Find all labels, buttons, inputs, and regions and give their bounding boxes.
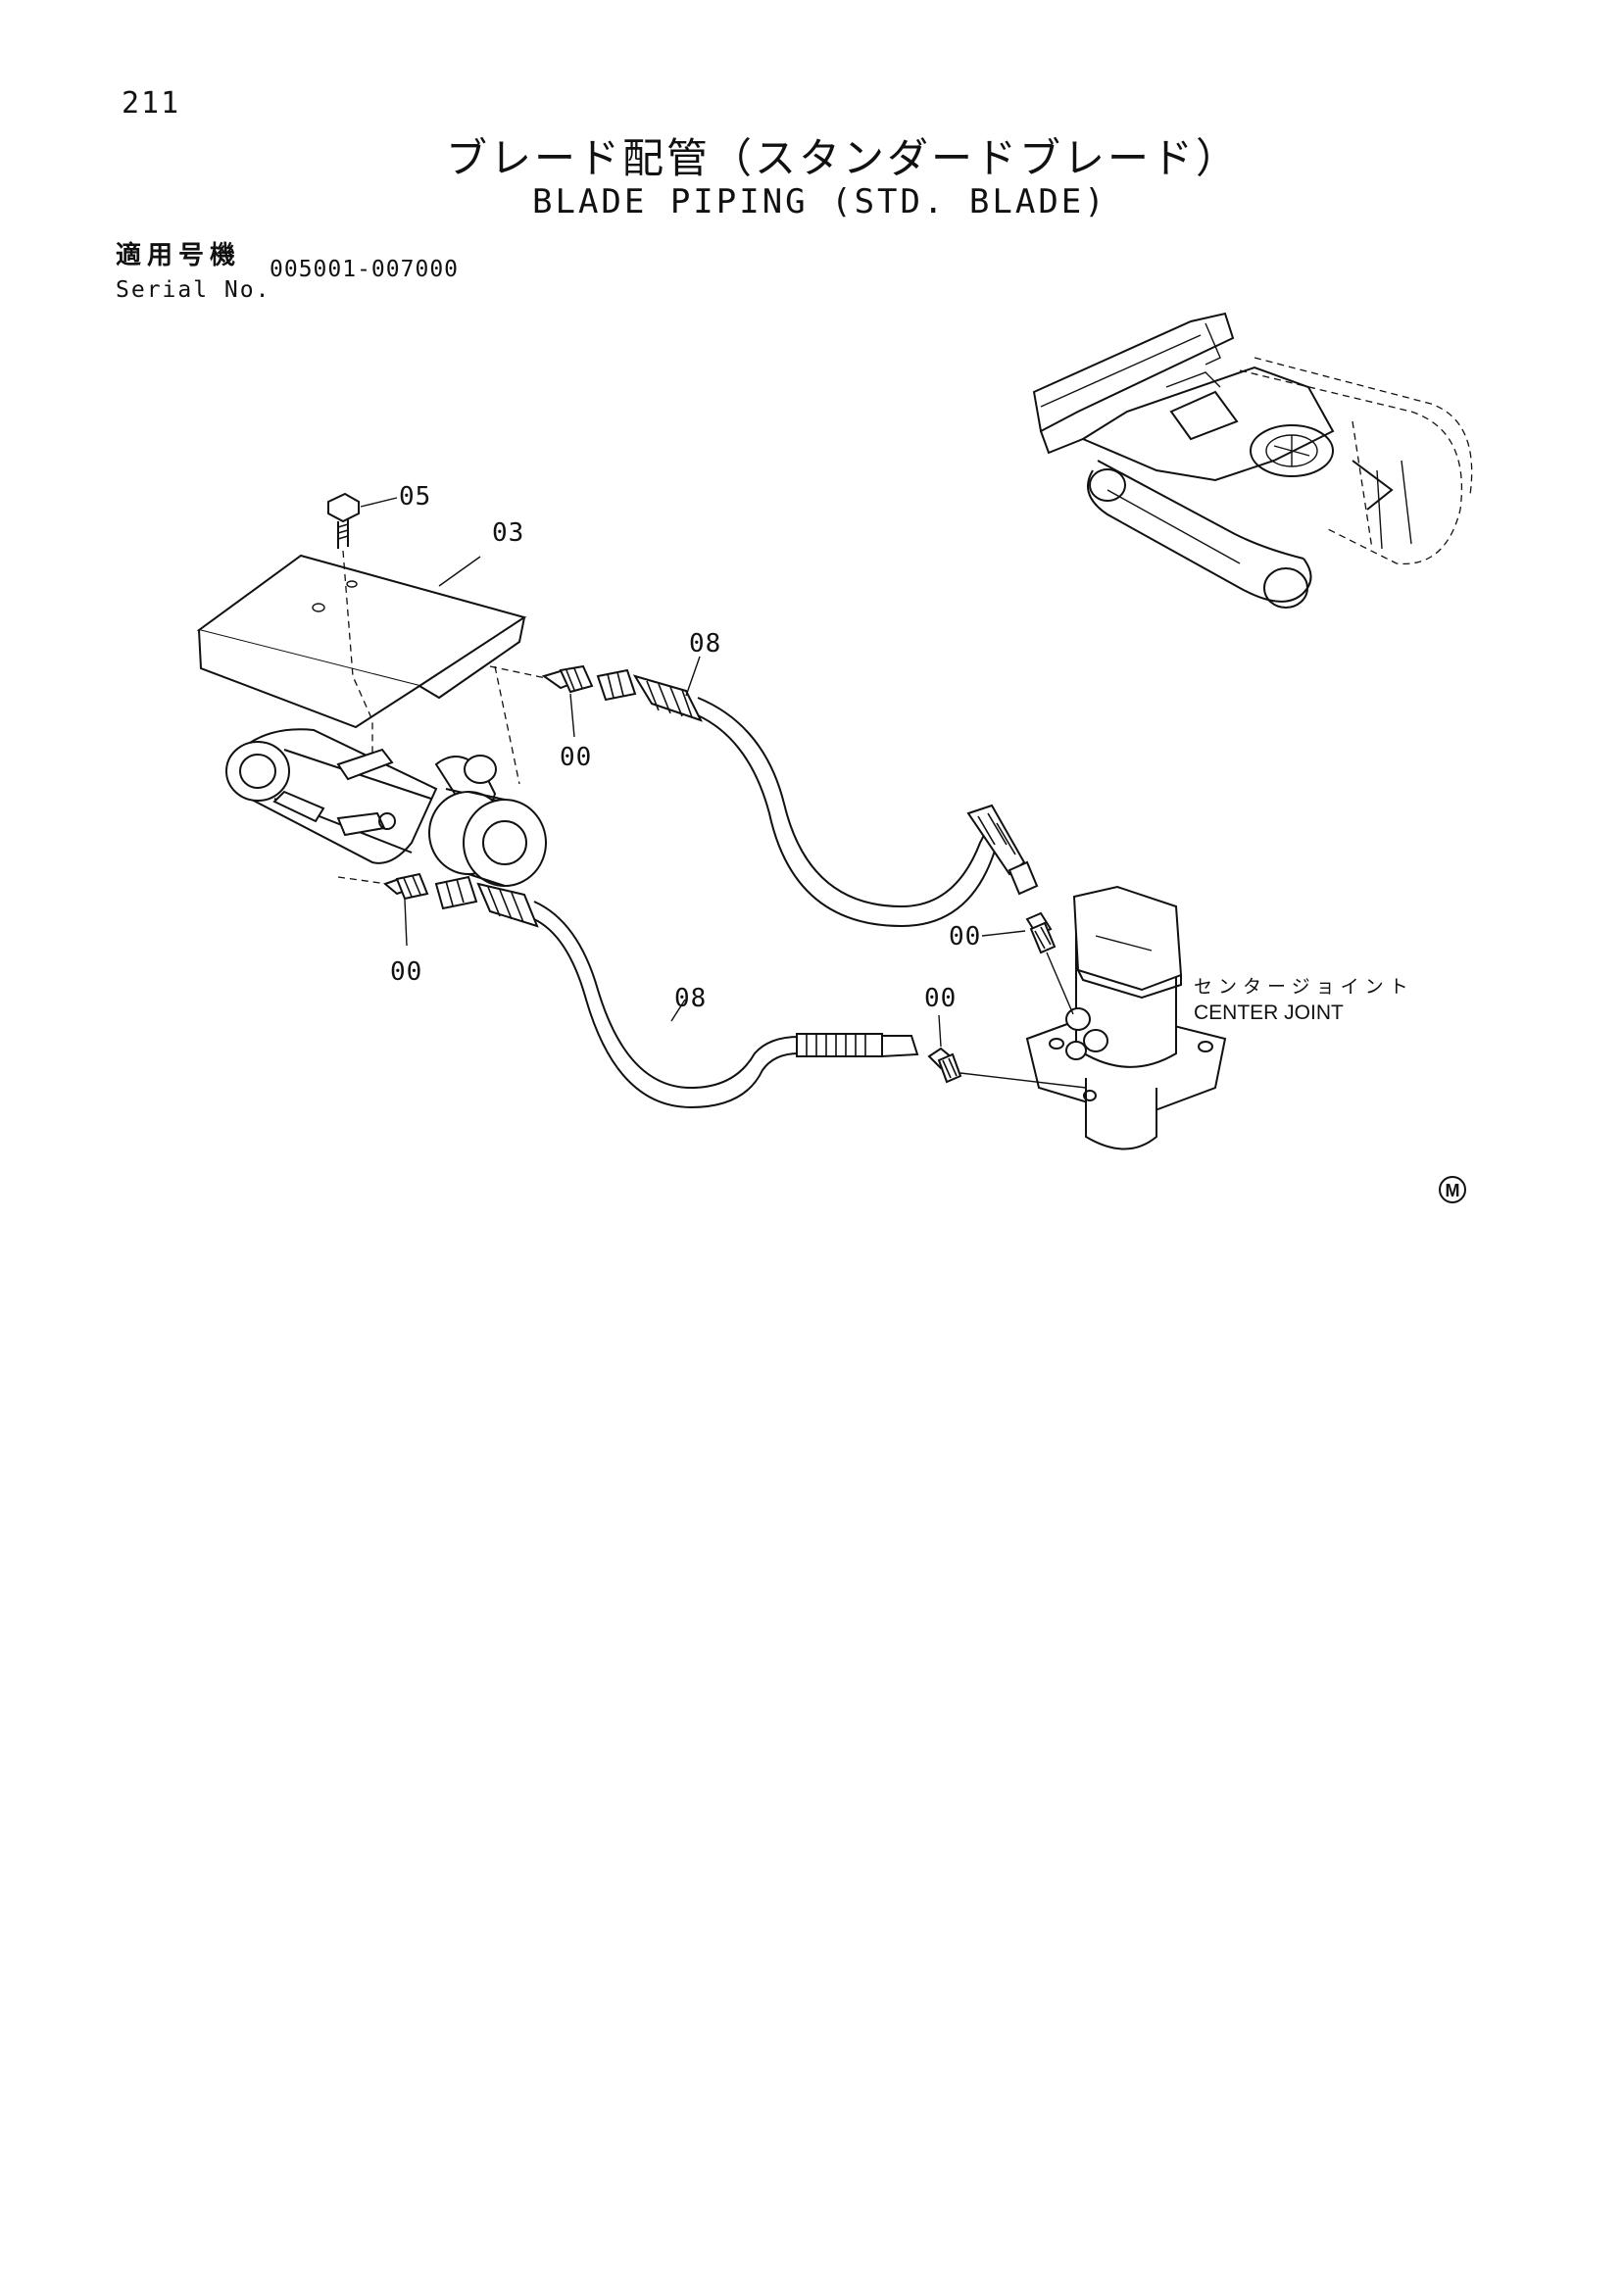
callout-lower-fitting-00: 00 bbox=[390, 957, 422, 987]
blade-cylinder-cover bbox=[196, 554, 527, 729]
page-number: 211 bbox=[122, 86, 181, 121]
lower-hose-assembly bbox=[434, 875, 919, 1109]
callout-bolt-05: 05 bbox=[399, 482, 431, 512]
circled-m-mark: M bbox=[1439, 1176, 1466, 1203]
callout-center-joint-upper-fitting-00: 00 bbox=[949, 922, 981, 952]
lower-adapter-fitting bbox=[337, 872, 429, 901]
upper-hose-assembly bbox=[596, 668, 1039, 928]
center-joint-label-japanese: センタージョイント bbox=[1194, 976, 1414, 998]
callout-upper-hose-08: 08 bbox=[689, 629, 721, 659]
callout-center-joint-lower-fitting-00: 00 bbox=[924, 984, 957, 1013]
center-joint-lower-fitting bbox=[927, 1047, 1087, 1089]
center-joint bbox=[1025, 885, 1227, 1150]
callout-lower-hose-08: 08 bbox=[674, 984, 707, 1013]
title-japanese: ブレード配管（スタンダードブレード） bbox=[446, 134, 1241, 182]
m-mark-letter: M bbox=[1446, 1181, 1460, 1200]
blade-cylinder bbox=[225, 665, 547, 887]
center-joint-label-english: CENTER JOINT bbox=[1194, 1001, 1344, 1024]
bolt-05 bbox=[327, 492, 373, 794]
serial-label-english: Serial No. bbox=[116, 277, 271, 303]
title-english: BLADE PIPING (STD. BLADE) bbox=[532, 182, 1107, 221]
center-joint-upper-fitting bbox=[1025, 911, 1074, 1015]
upper-adapter-fitting bbox=[489, 664, 594, 694]
callout-upper-fitting-00: 00 bbox=[560, 743, 592, 772]
machine-overview-illustration bbox=[1032, 312, 1473, 609]
serial-label-japanese: 適用号機 bbox=[116, 241, 242, 270]
serial-range: 005001-007000 bbox=[270, 257, 460, 282]
callout-cover-03: 03 bbox=[492, 518, 524, 548]
